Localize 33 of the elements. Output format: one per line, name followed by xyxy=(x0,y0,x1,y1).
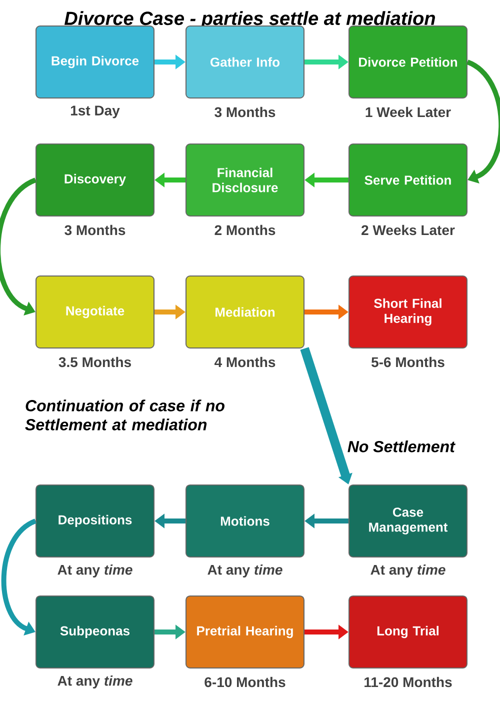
step-box: Gather Info xyxy=(186,26,304,98)
time-label: 11-20 Months xyxy=(364,676,452,688)
step-box: Subpeonas xyxy=(36,596,154,668)
time-label: At any time xyxy=(58,564,132,578)
step-box: Case Management xyxy=(348,484,468,558)
step-box: Pretrial Hearing xyxy=(186,596,304,668)
time-label: 3.5 Months xyxy=(58,356,131,368)
step-box: Short Final Hearing xyxy=(348,276,468,348)
note: Continuation of case if no Settlement at mediation xyxy=(25,400,224,430)
time-label: 2 Weeks Later xyxy=(362,224,455,236)
time-label: 5-6 Months xyxy=(371,356,444,368)
edge-label: No Settlement xyxy=(348,440,456,452)
step-box: Negotiate xyxy=(36,276,154,348)
time-label: At any time xyxy=(370,564,446,578)
time-label: 4 Months xyxy=(214,356,276,368)
arrow xyxy=(466,60,500,184)
time-label: 3 Months xyxy=(214,106,276,118)
step-box: Divorce Petition xyxy=(348,26,468,98)
step-box: Motions xyxy=(186,484,304,558)
time-label: 1 Week Later xyxy=(366,106,451,118)
time-label: 6-10 Months xyxy=(204,676,286,688)
time-label: At any time xyxy=(208,564,282,578)
time-label: 2 Months xyxy=(214,224,276,236)
step-box: Mediation xyxy=(186,276,304,348)
step-box: Serve Petition xyxy=(348,144,468,216)
time-label: 1st Day xyxy=(70,106,120,118)
step-box: Begin Divorce xyxy=(36,26,154,98)
step-box: Financial Disclosure xyxy=(186,144,304,216)
step-box: Depositions xyxy=(36,484,154,558)
step-box: Discovery xyxy=(36,144,154,216)
step-box: Long Trial xyxy=(348,596,468,668)
time-label: At any time xyxy=(58,675,132,688)
time-label: 3 Months xyxy=(64,224,126,236)
